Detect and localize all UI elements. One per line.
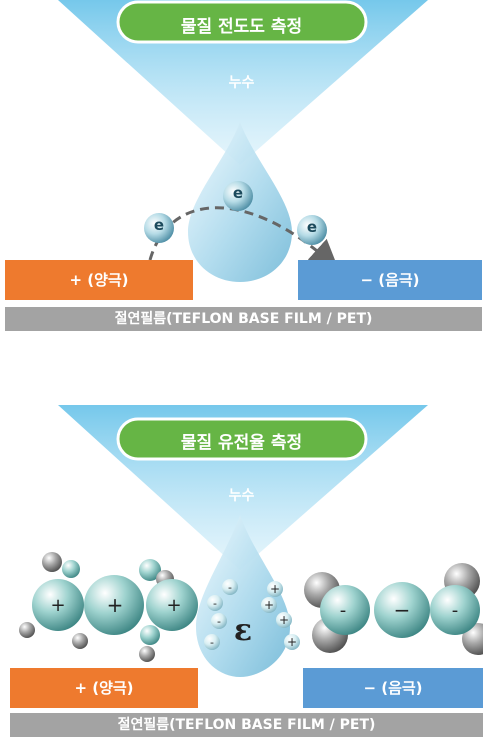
svg-text:+: + [107,593,124,617]
positive-electrode: + (양극) [10,668,198,708]
insulating-film: 절연필름(TEFLON BASE FILM / PET) [10,713,483,737]
svg-text:-: - [340,600,347,621]
svg-text:-: - [452,600,459,621]
conductivity-panel: 물질 전도도 측정 누수 e e e + (양극) − (음극) 절연필름(TE… [0,0,483,345]
leak-label: 누수 [228,75,255,91]
svg-text:-: - [210,636,214,649]
panel-title: 물질 유전율 측정 [180,433,303,453]
conductivity-graphic [58,0,428,282]
title-pill-bg [116,417,368,461]
positive-molecule: + + + [19,552,198,662]
electron-left [144,213,174,243]
water-drop [196,515,290,677]
negative-electrode: − (음극) [303,668,483,708]
svg-text:-: - [217,615,221,628]
svg-text:+: + [287,635,297,649]
epsilon-symbol: ε [233,613,253,648]
svg-text:+: + [166,595,181,616]
svg-text:+: + [279,613,289,627]
electron-right [297,215,327,245]
leak-label: 누수 [228,488,255,504]
negative-electrode: − (음극) [298,260,482,300]
ions: - - - - + + + + [204,579,300,650]
svg-text:-: - [213,597,217,610]
svg-text:+: + [270,582,280,596]
title-pill-bg [116,0,368,44]
svg-text:+: + [264,598,274,612]
permittivity-graphic: + + + - − - - - - - [19,405,483,677]
positive-electrode: + (양극) [5,260,193,300]
electron-label: e [306,218,318,236]
electron-label: e [153,216,165,234]
svg-text:−: − [394,598,411,622]
panel-title: 물질 전도도 측정 [180,17,303,37]
svg-text:-: - [228,581,232,594]
electron-center [223,181,253,211]
svg-text:+: + [50,595,65,616]
insulating-film: 절연필름(TEFLON BASE FILM / PET) [5,307,482,331]
negative-molecule: - − - [304,563,483,655]
electron-label: e [232,184,244,202]
permittivity-panel: + + + - − - - - - - [0,405,483,744]
